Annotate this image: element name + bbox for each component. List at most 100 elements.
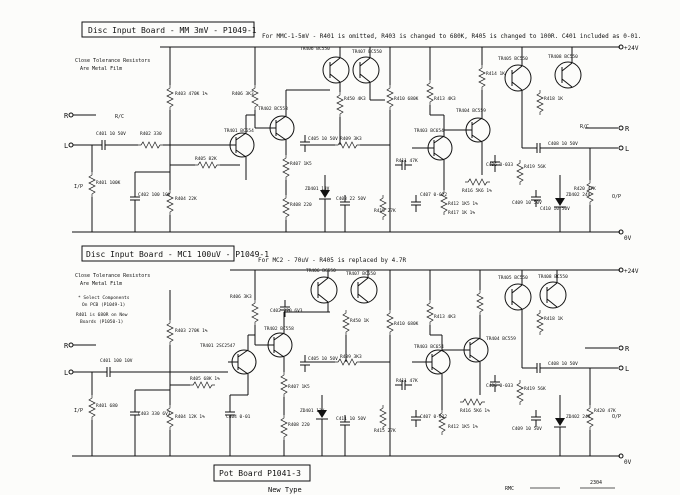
board2-output-r: R bbox=[625, 345, 630, 353]
board2-r401: R401 680 bbox=[96, 403, 118, 409]
board1-r406: R406 3K3 bbox=[232, 91, 254, 97]
board2-r409: R409 3K3 bbox=[340, 354, 362, 360]
board2-r413: R413 4K3 bbox=[434, 314, 456, 320]
board2-tr404: TR404 BC559 bbox=[486, 336, 516, 342]
board2-tr401: TR401 2SC2547 bbox=[200, 343, 236, 349]
board2-r403: R403 270K 1% bbox=[175, 328, 208, 334]
board1-r405: R405 82K bbox=[195, 156, 217, 162]
board1-tol-note-2: Are Metal Film bbox=[80, 66, 122, 72]
board2-r419: R419 56K bbox=[524, 386, 546, 392]
board1-r403: R403 470K 1% bbox=[175, 91, 208, 97]
board2-c407: C407 0-022 bbox=[420, 414, 447, 420]
board2-r408: R408 220 bbox=[288, 422, 310, 428]
board1-tr403: TR403 BC654 bbox=[414, 128, 444, 134]
board1-from-r: R/C bbox=[115, 114, 124, 120]
board1-r420: R420 47K bbox=[574, 186, 596, 192]
board1-r415: R415 27K bbox=[374, 208, 396, 214]
board1-c402: C402 100 10V bbox=[138, 192, 171, 198]
board1-r402: R402 330 bbox=[140, 131, 162, 137]
board1-tr406: TR406 BC550 bbox=[300, 46, 330, 52]
board2-title-box bbox=[81, 245, 235, 262]
board2-c409: C409 10 50V bbox=[512, 426, 542, 432]
board1-c406: C406 0-033 bbox=[486, 162, 513, 168]
board1-tr405-symbol bbox=[504, 64, 532, 92]
board1-tr402: TR402 BC558 bbox=[258, 106, 288, 112]
board2-tr405-symbol bbox=[504, 283, 532, 311]
board2-zd402: ZD402 24V bbox=[566, 414, 591, 420]
board1-tr408: TR408 BC550 bbox=[548, 54, 578, 60]
board2-tr406: TR406 BC550 bbox=[306, 268, 336, 274]
board2-select-2: On PCB (P1049-1) bbox=[82, 302, 125, 308]
board1-tr401: TR401 BC654 bbox=[224, 128, 254, 134]
board1-zd402: ZD402 24V bbox=[566, 192, 591, 198]
footer-title: Pot Board P1041-3 bbox=[219, 469, 301, 478]
board2-tr403: TR403 BC654 bbox=[414, 344, 444, 350]
board2-r410: R410 680K bbox=[394, 321, 419, 327]
board1-tr404: TR404 BC559 bbox=[456, 108, 486, 114]
board2-ground-label: 0V bbox=[624, 459, 632, 466]
board2-select-1: * Select Components bbox=[78, 295, 130, 301]
footer-ref: 2304 bbox=[590, 480, 602, 486]
board1-r407: R407 1K5 bbox=[290, 161, 312, 167]
board1-r404: R404 22K bbox=[175, 196, 197, 202]
board1-schematic bbox=[68, 21, 624, 235]
footer-new-type: New Type bbox=[268, 486, 302, 494]
board1-output-l: L bbox=[625, 145, 629, 153]
board1-c405: C405 10 50V bbox=[308, 136, 338, 142]
board2-c406: C406 0-033 bbox=[486, 383, 513, 389]
board1-to-r: R/C bbox=[580, 124, 589, 130]
board2-c402: C402 220 6V3 bbox=[270, 308, 303, 314]
board2-tol-note-1: Close Tolerance Resistors bbox=[75, 273, 150, 279]
board2-c404: C404 0-01 bbox=[226, 414, 251, 420]
board2-input-r: R bbox=[64, 342, 69, 350]
board1-c409: C409 10 50V bbox=[512, 200, 542, 206]
board1-tr405: TR405 BC550 bbox=[498, 56, 528, 62]
board1-c408: C408 10 50V bbox=[548, 141, 578, 147]
board1-r414: R414 1K bbox=[486, 71, 505, 77]
board2-tol-note-2: Are Metal Film bbox=[80, 281, 122, 287]
board1-r416: R416 5K6 1% bbox=[462, 188, 492, 194]
board1-note: For MMC-1-5mV - R401 is omitted, R403 is… bbox=[262, 33, 641, 40]
board2-select-4: Boards (P1050-1) bbox=[80, 319, 123, 325]
board1-output-r: R bbox=[625, 125, 630, 133]
board2-select-3: R401 is 680R on New bbox=[76, 312, 128, 318]
board1-input-ip: I/P bbox=[74, 184, 83, 190]
board1-input-l: L bbox=[64, 142, 68, 150]
board1-tr407: TR407 BC550 bbox=[352, 49, 382, 55]
board2-r416: R416 5K6 1% bbox=[460, 408, 490, 414]
board2-tr407: TR407 BC550 bbox=[346, 271, 376, 277]
board2-r450: R450 1K bbox=[350, 318, 369, 324]
footer-rmc: RMC bbox=[505, 486, 514, 492]
board1-tr406-symbol bbox=[322, 56, 350, 84]
board2-c408: C408 10 50V bbox=[548, 361, 578, 367]
board2-tr405: TR405 BC550 bbox=[498, 275, 528, 281]
board1-r417: R417 1K 1% bbox=[448, 210, 475, 216]
board1-r409: R409 3K3 bbox=[340, 136, 362, 142]
board2-tr408: TR408 BC550 bbox=[538, 274, 568, 280]
board2-r412: R412 1K5 1% bbox=[448, 424, 478, 430]
board2-output-l: L bbox=[625, 365, 629, 373]
footer-title-box bbox=[213, 464, 311, 482]
board2-schematic bbox=[68, 245, 624, 459]
board2-c401: C401 100 10V bbox=[100, 358, 133, 364]
board2-r415: R415 27K bbox=[374, 428, 396, 434]
board2-title: Disc Input Board - MC1 100uV - P1049-1 bbox=[86, 250, 269, 259]
board1-r401: R401 100K bbox=[96, 180, 121, 186]
board2-r407: R407 1K5 bbox=[288, 384, 310, 390]
board2-r420: R420 47K bbox=[594, 408, 616, 414]
board1-r418: R418 1K bbox=[544, 96, 563, 102]
board2-tr402: TR402 BC558 bbox=[264, 326, 294, 332]
board1-ground-label: 0V bbox=[624, 235, 632, 242]
board2-input-ip: I/P bbox=[74, 408, 83, 414]
board1-c407: C407 0-022 bbox=[420, 192, 447, 198]
board1-c410: C410 10 50V bbox=[540, 206, 570, 212]
board2-tr406-symbol bbox=[310, 276, 338, 304]
board1-title: Disc Input Board - MM 3mV - P1049-1 bbox=[88, 26, 257, 35]
board1-output-op: O/P bbox=[612, 194, 621, 200]
board1-r450: R450 4K3 bbox=[344, 96, 366, 102]
board1-supply-label: +24V bbox=[624, 45, 639, 52]
board1-r419: R419 56K bbox=[524, 164, 546, 170]
board1-title-box bbox=[81, 21, 255, 38]
board2-supply-label: +24V bbox=[624, 268, 639, 275]
